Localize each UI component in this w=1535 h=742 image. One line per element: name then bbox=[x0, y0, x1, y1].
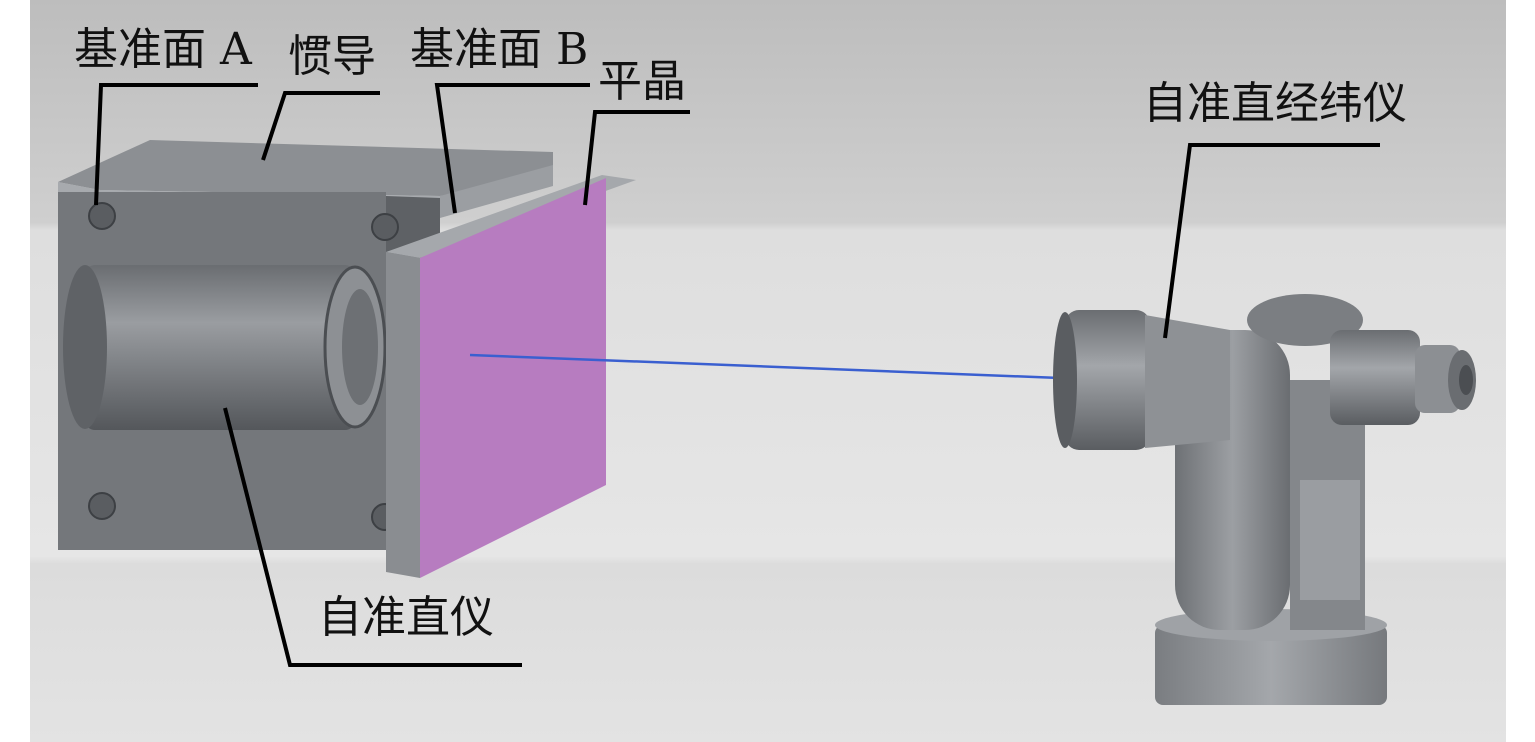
label-flat-crystal: 平晶 bbox=[598, 56, 686, 107]
label-autocollimating-theodolite: 自准直经纬仪 bbox=[1143, 78, 1407, 129]
leader-autocollimator bbox=[223, 407, 522, 667]
leader-datum-b bbox=[434, 83, 590, 214]
label-datum-b: 基准面 B bbox=[410, 24, 589, 75]
label-datum-a: 基准面 A bbox=[74, 24, 252, 75]
light-beam bbox=[469, 353, 1061, 380]
leader-flat-crystal bbox=[583, 110, 690, 206]
autocollimator-body bbox=[63, 265, 387, 430]
label-autocollimator: 自准直仪 bbox=[318, 592, 494, 643]
leader-theodolite bbox=[1163, 143, 1380, 339]
theodolite bbox=[1053, 294, 1476, 705]
leader-datum-a bbox=[94, 83, 258, 206]
leader-ins bbox=[261, 91, 380, 161]
flat-crystal bbox=[386, 175, 636, 578]
label-ins: 惯导 bbox=[288, 31, 376, 82]
leader-lines bbox=[94, 83, 1380, 667]
